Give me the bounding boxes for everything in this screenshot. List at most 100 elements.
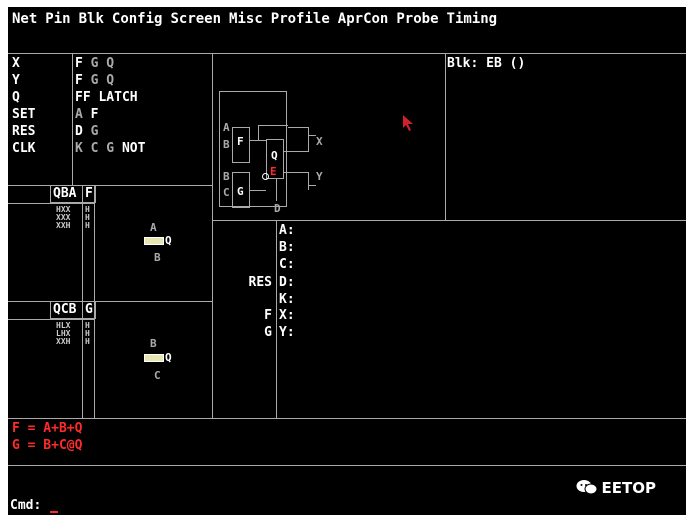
schematic-label-q: Q: [271, 149, 278, 162]
pin-value: A F: [75, 107, 99, 122]
signal-left-label: RES: [248, 275, 272, 290]
divider: [8, 418, 686, 419]
qcb-pin-c: C: [154, 369, 161, 382]
wire: [250, 190, 266, 191]
mouse-pointer-icon: [403, 115, 413, 131]
qba-grid-row: XXX: [56, 213, 71, 222]
watermark: EETOP: [576, 479, 656, 497]
menu-screen[interactable]: Screen: [170, 11, 222, 27]
qcb-col-row: H: [85, 337, 90, 346]
inverter-bubble-icon: [262, 173, 269, 180]
schematic-label-f: F: [237, 135, 244, 148]
schematic-label-y: Y: [316, 170, 323, 183]
flipflop-block[interactable]: [266, 139, 284, 179]
qba-pin-q: Q: [165, 234, 172, 247]
qcb-pin-b: B: [150, 337, 157, 350]
gate-g[interactable]: [232, 172, 250, 208]
pin-value: K C G NOT: [75, 141, 146, 156]
qba-col-row: H: [85, 221, 90, 230]
signal-row[interactable]: D:: [279, 275, 295, 290]
divider: [94, 301, 95, 418]
qcb-pin-q: Q: [165, 351, 172, 364]
chat-bubble-icon: [576, 480, 598, 495]
qcb-header: [50, 301, 96, 319]
divider: [72, 53, 73, 185]
pin-name: SET: [12, 107, 36, 122]
schematic-label-b: B: [223, 138, 230, 151]
pin-value: FF LATCH: [75, 90, 138, 105]
qba-f-label: F: [85, 186, 93, 201]
pin-name: CLK: [12, 141, 36, 156]
qcb-col-row: H: [85, 321, 90, 330]
divider: [8, 203, 94, 204]
qba-col-row: H: [85, 205, 90, 214]
divider: [8, 185, 212, 186]
qcb-g-label: G: [85, 302, 93, 317]
qcb-chip-icon: [144, 354, 164, 362]
qba-grid-row: XXH: [56, 221, 71, 230]
schematic-label-x: X: [316, 135, 323, 148]
menu-probe[interactable]: Probe: [396, 11, 439, 27]
qba-chip-icon: [144, 237, 164, 245]
divider: [212, 53, 213, 418]
wire: [308, 127, 309, 152]
menu-net[interactable]: Net: [12, 11, 38, 27]
qcb-grid-row: HLX: [56, 321, 71, 330]
menu-misc[interactable]: Misc: [229, 11, 263, 27]
signal-row[interactable]: X:: [279, 308, 295, 323]
menu-timing[interactable]: Timing: [446, 11, 498, 27]
qba-title: QBA: [53, 186, 77, 201]
pin-name: X: [12, 56, 20, 71]
wire: [276, 179, 277, 201]
pin-value: F G Q: [75, 56, 115, 71]
wire: [284, 151, 308, 152]
schematic-label-g: G: [237, 185, 244, 198]
wire: [308, 135, 316, 136]
signal-row[interactable]: C:: [279, 257, 295, 272]
divider: [445, 53, 446, 220]
schematic-label-c: C: [223, 186, 230, 199]
equation-f: F = A+B+Q: [12, 421, 83, 436]
schematic-label-e: E: [270, 165, 277, 178]
gate-f[interactable]: [232, 127, 250, 163]
schematic-outline: [219, 91, 287, 207]
signal-row[interactable]: B:: [279, 240, 295, 255]
wire: [308, 172, 309, 190]
menu-pin[interactable]: Pin: [45, 11, 71, 27]
equation-g: G = B+C@Q: [12, 438, 83, 453]
cmd-cursor[interactable]: [50, 511, 58, 513]
divider: [8, 301, 212, 302]
qba-col-row: H: [85, 213, 90, 222]
menu-blk[interactable]: Blk: [78, 11, 104, 27]
blk-label: Blk: EB (): [447, 56, 526, 71]
terminal-screen: Net Pin Blk Config Screen Misc Profile A…: [8, 7, 686, 515]
divider: [8, 319, 94, 320]
menu-profile[interactable]: Profile: [270, 11, 330, 27]
qcb-title: QCB: [53, 302, 77, 317]
wire: [284, 172, 308, 173]
schematic-label-b2: B: [223, 170, 230, 183]
watermark-text: EETOP: [601, 479, 656, 497]
qba-pin-b: B: [154, 251, 161, 264]
signal-row[interactable]: A:: [279, 223, 295, 238]
wire: [288, 127, 308, 128]
pin-name: Q: [12, 90, 20, 105]
signal-row[interactable]: Y:: [279, 325, 295, 340]
signal-row[interactable]: K:: [279, 292, 295, 307]
menu-config[interactable]: Config: [111, 11, 163, 27]
schematic-label-d: D: [274, 202, 281, 215]
menu-aprcon[interactable]: AprCon: [337, 11, 389, 27]
signal-left-label: F: [264, 308, 272, 323]
divider: [212, 220, 686, 221]
divider: [8, 53, 686, 54]
qcb-grid-row: LHX: [56, 329, 71, 338]
pin-value: F G Q: [75, 73, 115, 88]
divider: [82, 185, 83, 301]
qcb-col-row: H: [85, 329, 90, 338]
qcb-grid-row: XXH: [56, 337, 71, 346]
wire: [308, 185, 316, 186]
pin-name: Y: [12, 73, 20, 88]
qba-pin-a: A: [150, 221, 157, 234]
pin-name: RES: [12, 124, 36, 139]
qba-grid-row: HXX: [56, 205, 71, 214]
